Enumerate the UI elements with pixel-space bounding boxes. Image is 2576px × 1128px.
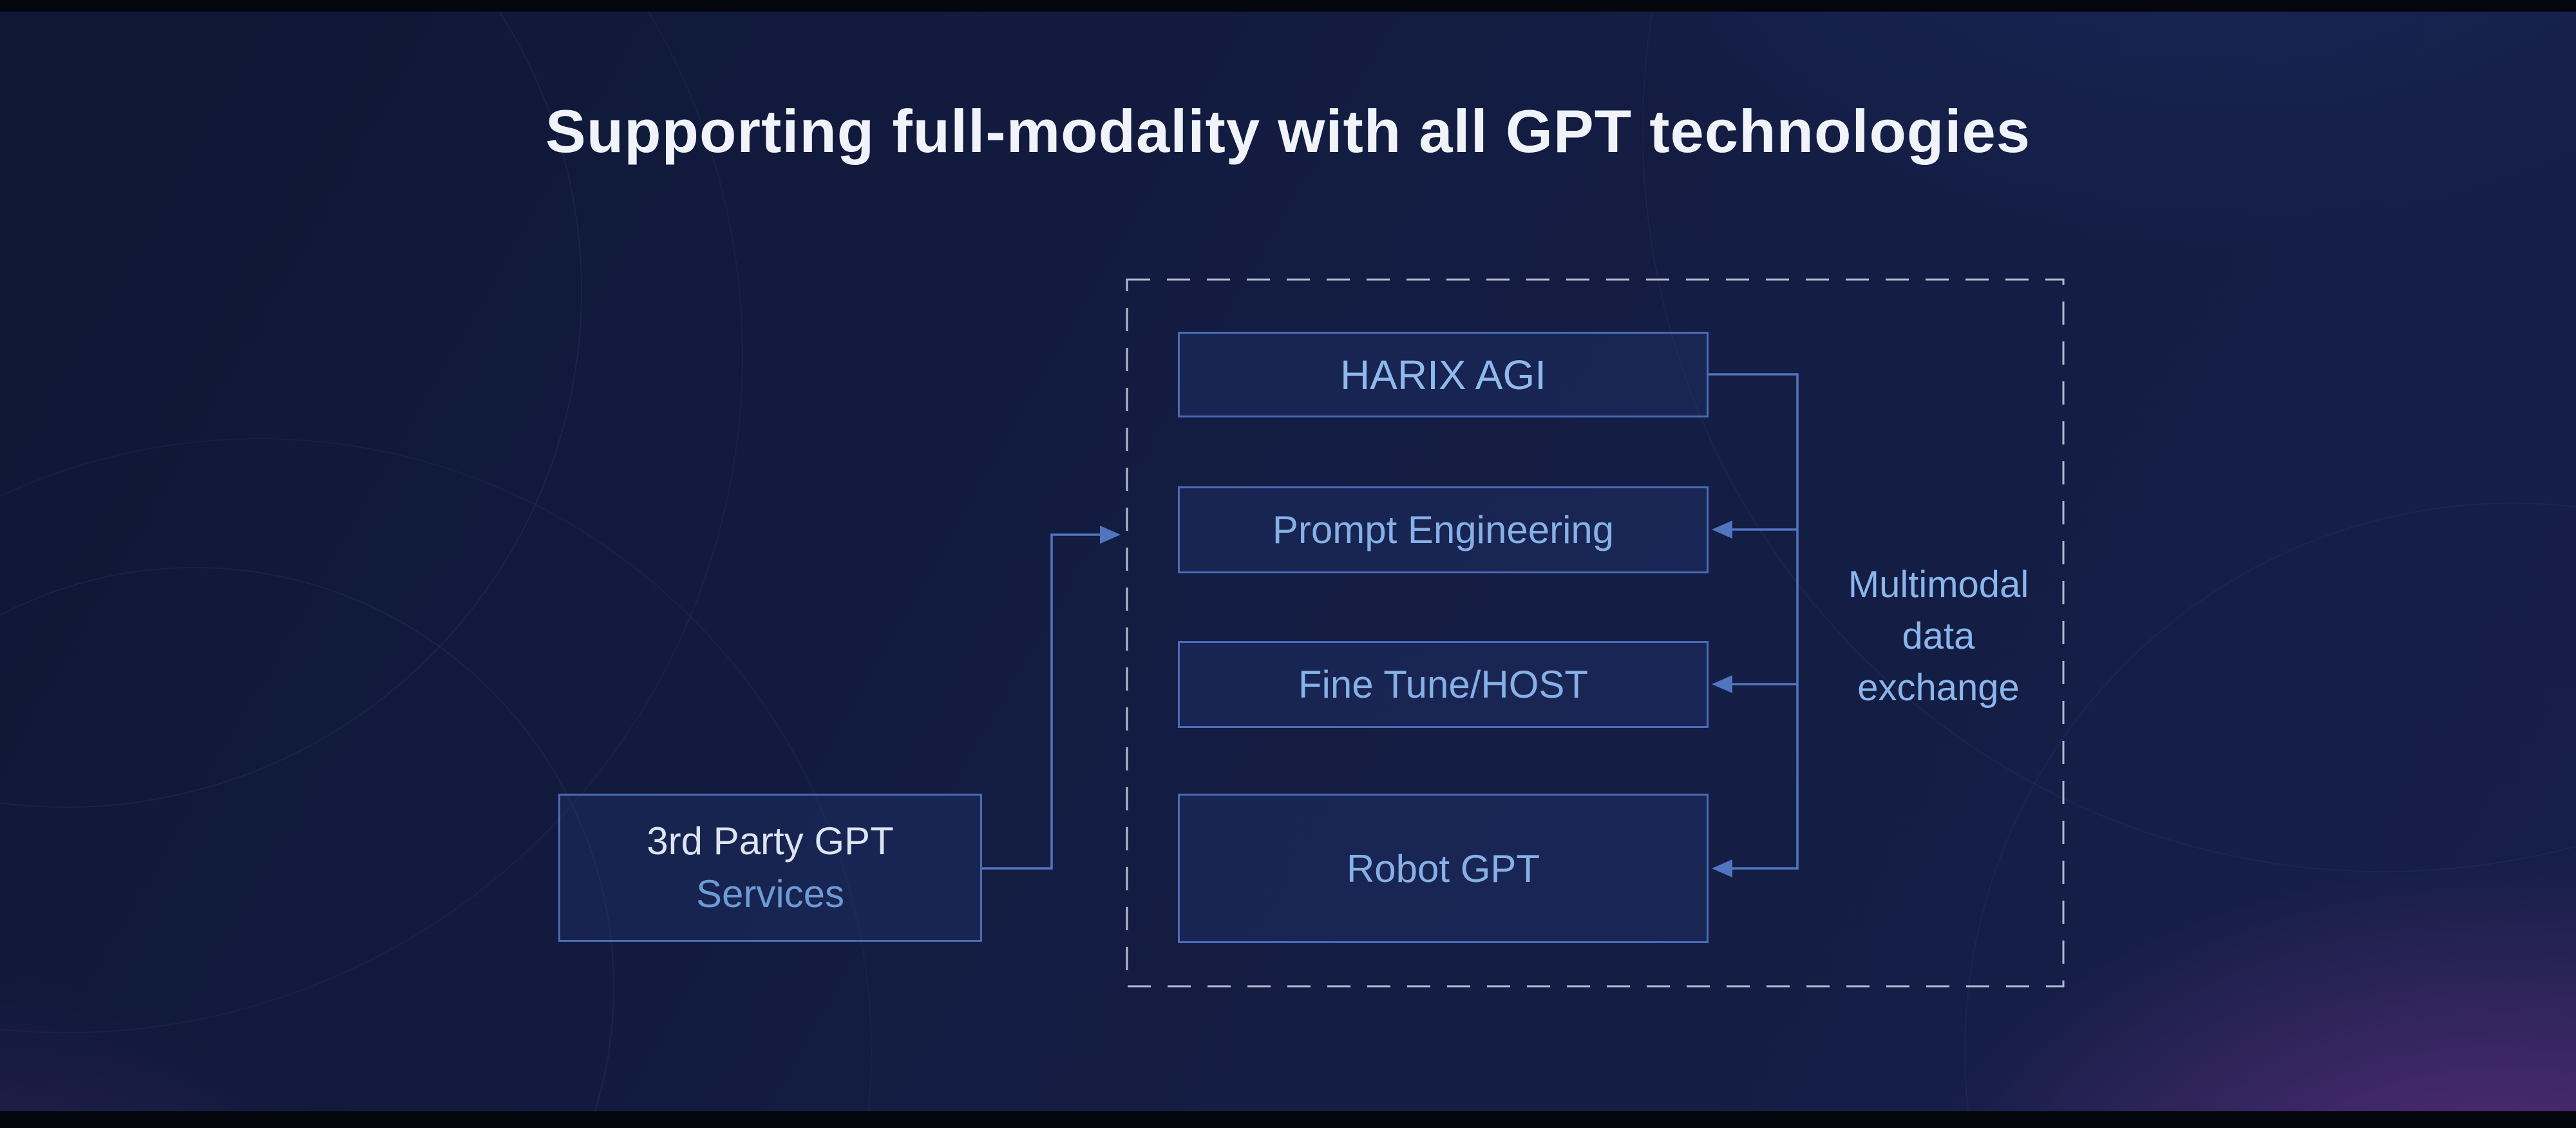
box-fine-tune-host: Fine Tune/HOST <box>1178 641 1709 728</box>
box-label: Fine Tune/HOST <box>1298 663 1589 706</box>
box-label: HARIX AGI <box>1340 351 1547 398</box>
multimodal-data-exchange-note: Multimodal data exchange <box>1816 559 2061 714</box>
box-label: Robot GPT <box>1346 846 1540 890</box>
letterbox-top <box>0 0 2576 12</box>
box-label-line1: 3rd Party GPT <box>647 819 894 863</box>
box-3rd-party-gpt-services: 3rd Party GPT Services <box>558 794 982 942</box>
arrow-left-icon <box>1712 521 1732 539</box>
box-robot-gpt: Robot GPT <box>1178 794 1709 943</box>
note-line: exchange <box>1857 667 2020 709</box>
box-label: Prompt Engineering <box>1272 508 1615 551</box>
arrow-left-icon <box>1712 859 1732 877</box>
letterbox-bottom <box>0 1111 2576 1128</box>
arrow-left-icon <box>1712 675 1732 693</box>
slide-title: Supporting full-modality with all GPT te… <box>545 97 2031 165</box>
note-line: data <box>1902 615 1975 657</box>
note-line: Multimodal <box>1848 564 2029 606</box>
decorative-arc <box>0 438 872 1128</box>
connector-3rd-party-to-group <box>982 533 1103 870</box>
box-label-line2: Services <box>696 872 845 915</box>
box-prompt-engineering: Prompt Engineering <box>1178 486 1709 573</box>
box-harix-agi: HARIX AGI <box>1178 332 1709 417</box>
arrow-right-icon <box>1100 526 1121 544</box>
